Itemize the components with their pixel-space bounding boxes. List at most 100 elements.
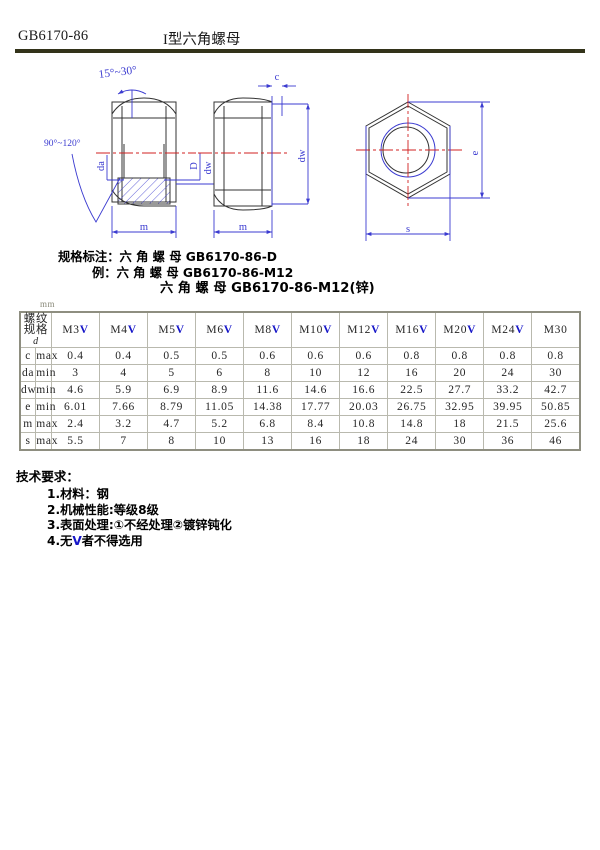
cell-da-m8: 8: [243, 364, 293, 382]
v-note-prefix: 4.无: [47, 533, 73, 548]
cell-c-m4: 0.4: [99, 347, 149, 365]
cell-s-m30: 46: [531, 432, 581, 451]
cell-s-m5: 8: [147, 432, 197, 451]
cell-c-m30: 0.8: [531, 347, 581, 365]
size-label: M16: [395, 323, 420, 336]
cell-s-m12: 18: [339, 432, 389, 451]
cell-s-m20: 30: [435, 432, 485, 451]
cell-c-m16: 0.8: [387, 347, 437, 365]
standard-code: GB6170-86: [18, 28, 89, 44]
center-lines-view3: [356, 94, 462, 206]
cell-c-m5: 0.5: [147, 347, 197, 365]
cell-e-m16: 26.75: [387, 398, 437, 416]
cell-e-m24: 39.95: [483, 398, 533, 416]
size-header-m3: M3V: [50, 311, 101, 348]
cell-m-m6: 5.2: [195, 415, 245, 433]
size-label: M12: [347, 323, 372, 336]
label-dw-view1: dw: [203, 161, 214, 174]
cell-da-m24: 24: [483, 364, 533, 382]
size-label: M4: [110, 323, 128, 336]
cell-s-m24: 36: [483, 432, 533, 451]
tech-item-mechanical: 2.机械性能:等级8级: [47, 502, 159, 517]
hex-nut-technical-drawing: 15°~30° 90°~120° da D dw m: [0, 56, 600, 248]
v-mark-icon: V: [371, 323, 381, 336]
size-header-m24: M24V: [483, 311, 533, 348]
v-mark-icon: V: [79, 323, 89, 336]
cell-s-m6: 10: [195, 432, 245, 451]
size-header-m16: M16V: [387, 311, 437, 348]
label-dw-view2: dw: [297, 149, 308, 162]
cell-dw-m30: 42.7: [531, 381, 581, 399]
v-mark-icon: V: [175, 323, 185, 336]
row-limit: min: [35, 364, 56, 382]
cell-e-m6: 11.05: [195, 398, 245, 416]
label-m-view1: m: [140, 222, 148, 233]
row-limit: max: [35, 415, 57, 433]
v-mark-icon: V: [72, 533, 82, 548]
page-title: I型六角螺母: [163, 32, 241, 48]
cell-dw-m5: 6.9: [147, 381, 197, 399]
label-da: da: [96, 161, 107, 171]
cell-e-m10: 17.77: [291, 398, 341, 416]
cell-m-m20: 18: [435, 415, 485, 433]
cell-c-m8: 0.6: [243, 347, 293, 365]
row-symbol-m: m: [19, 415, 37, 433]
dimension-e: [408, 101, 490, 199]
size-header-m8: M8V: [243, 311, 293, 348]
cell-c-m6: 0.5: [195, 347, 245, 365]
tech-item-surface: 3.表面处理:①不经处理②镀锌钝化: [47, 518, 232, 532]
cell-e-m3: 6.01: [50, 398, 101, 416]
size-header-m10: M10V: [291, 311, 341, 348]
size-label: M20: [443, 323, 468, 336]
size-label: M30: [543, 323, 568, 336]
cell-dw-m24: 33.2: [483, 381, 533, 399]
thread-spec-sub: d: [33, 336, 39, 347]
cell-m-m16: 14.8: [387, 415, 437, 433]
cell-c-m12: 0.6: [339, 347, 389, 365]
cell-da-m4: 4: [99, 364, 149, 382]
row-limit: max: [35, 432, 57, 451]
tech-item-material: 1.材料：钢: [47, 487, 109, 501]
size-label: M24: [491, 323, 516, 336]
spec-designation-line: 规格标注：六 角 螺 母 GB6170-86-D: [58, 250, 278, 264]
cell-dw-m8: 11.6: [243, 381, 293, 399]
annotation-chamfer-angle: [117, 89, 147, 118]
cell-e-m8: 14.38: [243, 398, 293, 416]
cell-e-m5: 8.79: [147, 398, 197, 416]
cell-da-m3: 3: [50, 364, 101, 382]
row-symbol-s: s: [19, 432, 37, 451]
size-header-m4: M4V: [99, 311, 149, 348]
size-label: M5: [158, 323, 176, 336]
tech-requirements-list: 1.材料：钢 2.机械性能:等级8级 3.表面处理:①不经处理②镀锌钝化 4.无…: [47, 487, 232, 549]
thread-spec-main: 螺纹规格: [23, 311, 49, 336]
cell-da-m12: 12: [339, 364, 389, 382]
label-chamfer-angle: 15°~30°: [98, 64, 138, 81]
cell-da-m5: 5: [147, 364, 197, 382]
cell-s-m8: 13: [243, 432, 293, 451]
table-unit-label: mm: [40, 299, 56, 309]
cell-da-m30: 30: [531, 364, 581, 382]
cell-dw-m4: 5.9: [99, 381, 149, 399]
cell-e-m30: 50.85: [531, 398, 581, 416]
cell-m-m5: 4.7: [147, 415, 197, 433]
dimension-D: [164, 153, 201, 181]
cell-s-m4: 7: [99, 432, 149, 451]
v-mark-icon: V: [323, 323, 333, 336]
v-mark-icon: V: [467, 323, 477, 336]
size-label: M8: [254, 323, 272, 336]
spec-example-line-1: 例：六 角 螺 母 GB6170-86-M12: [92, 266, 294, 280]
v-mark-icon: V: [419, 323, 429, 336]
label-m-view2: m: [239, 222, 247, 233]
dimension-m-view2: [213, 210, 273, 238]
cell-dw-m3: 4.6: [50, 381, 101, 399]
dimension-da: [106, 155, 124, 181]
size-header-m20: M20V: [435, 311, 485, 348]
v-mark-icon: V: [223, 323, 233, 336]
cell-m-m4: 3.2: [99, 415, 149, 433]
row-symbol-da: da: [19, 364, 37, 382]
